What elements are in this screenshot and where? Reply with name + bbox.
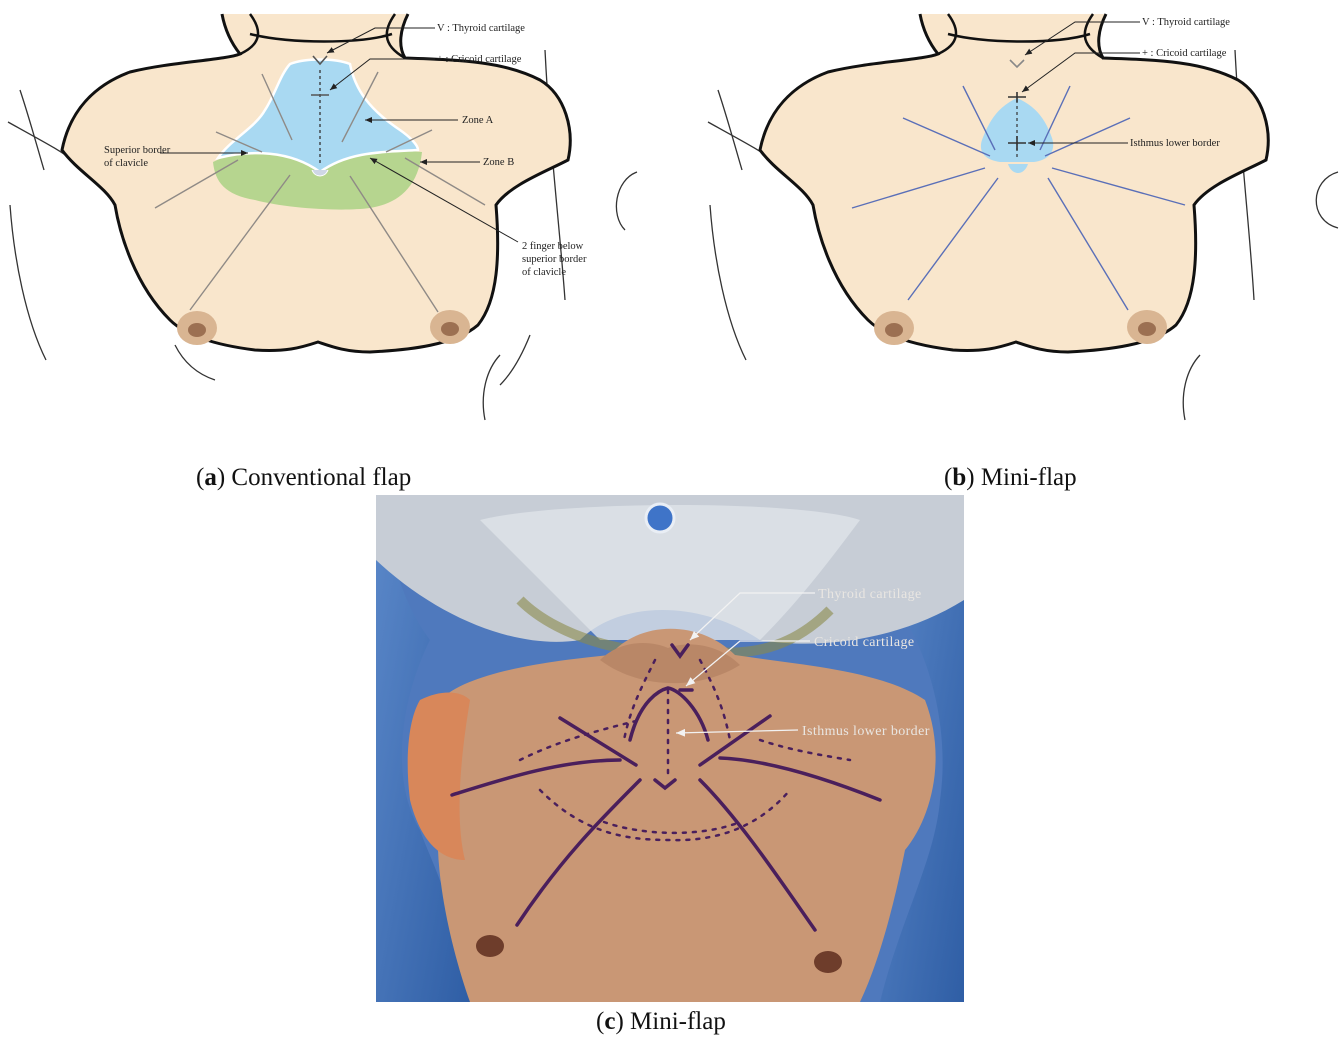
label-isthmus-b: Isthmus lower border <box>1130 138 1220 149</box>
label-zone-a: Zone A <box>462 115 494 126</box>
panel-a-illustration: V : Thyroid cartilage + : Cricoid cartil… <box>8 14 587 420</box>
label-zone-b: Zone B <box>483 157 514 168</box>
label-finger-line1: 2 finger below <box>522 241 584 252</box>
label-cricoid-c: Cricoid cartilage <box>814 635 914 650</box>
caption-c-text: Mini-flap <box>624 1008 726 1035</box>
caption-c: (c) Mini-flap <box>596 1008 726 1036</box>
caption-a-letter: a <box>204 464 217 491</box>
caption-a: (a) Conventional flap <box>196 464 411 492</box>
label-finger-line3: of clavicle <box>522 267 566 278</box>
label-cricoid-b: + : Cricoid cartilage <box>1142 48 1227 59</box>
caption-b-text: Mini-flap <box>975 464 1077 491</box>
label-finger-line2: superior border <box>522 254 587 265</box>
caption-b-letter: b <box>952 464 966 491</box>
label-thyroid-a: V : Thyroid cartilage <box>437 23 525 34</box>
panel-b-illustration: V : Thyroid cartilage + : Cricoid cartil… <box>616 14 1338 420</box>
label-isthmus-c: Isthmus lower border <box>802 724 930 739</box>
caption-b: (b) Mini-flap <box>944 464 1077 492</box>
label-clavicle-line1: Superior border <box>104 145 171 156</box>
label-cricoid-a: + : Cricoid cartilage <box>437 54 522 65</box>
panel-c-photo: Thyroid cartilage Cricoid cartilage Isth… <box>376 495 964 1002</box>
label-thyroid-c: Thyroid cartilage <box>818 587 922 602</box>
caption-c-letter: c <box>604 1008 615 1035</box>
label-clavicle-line2: of clavicle <box>104 158 148 169</box>
caption-a-text: Conventional flap <box>225 464 411 491</box>
label-thyroid-b: V : Thyroid cartilage <box>1142 17 1230 28</box>
